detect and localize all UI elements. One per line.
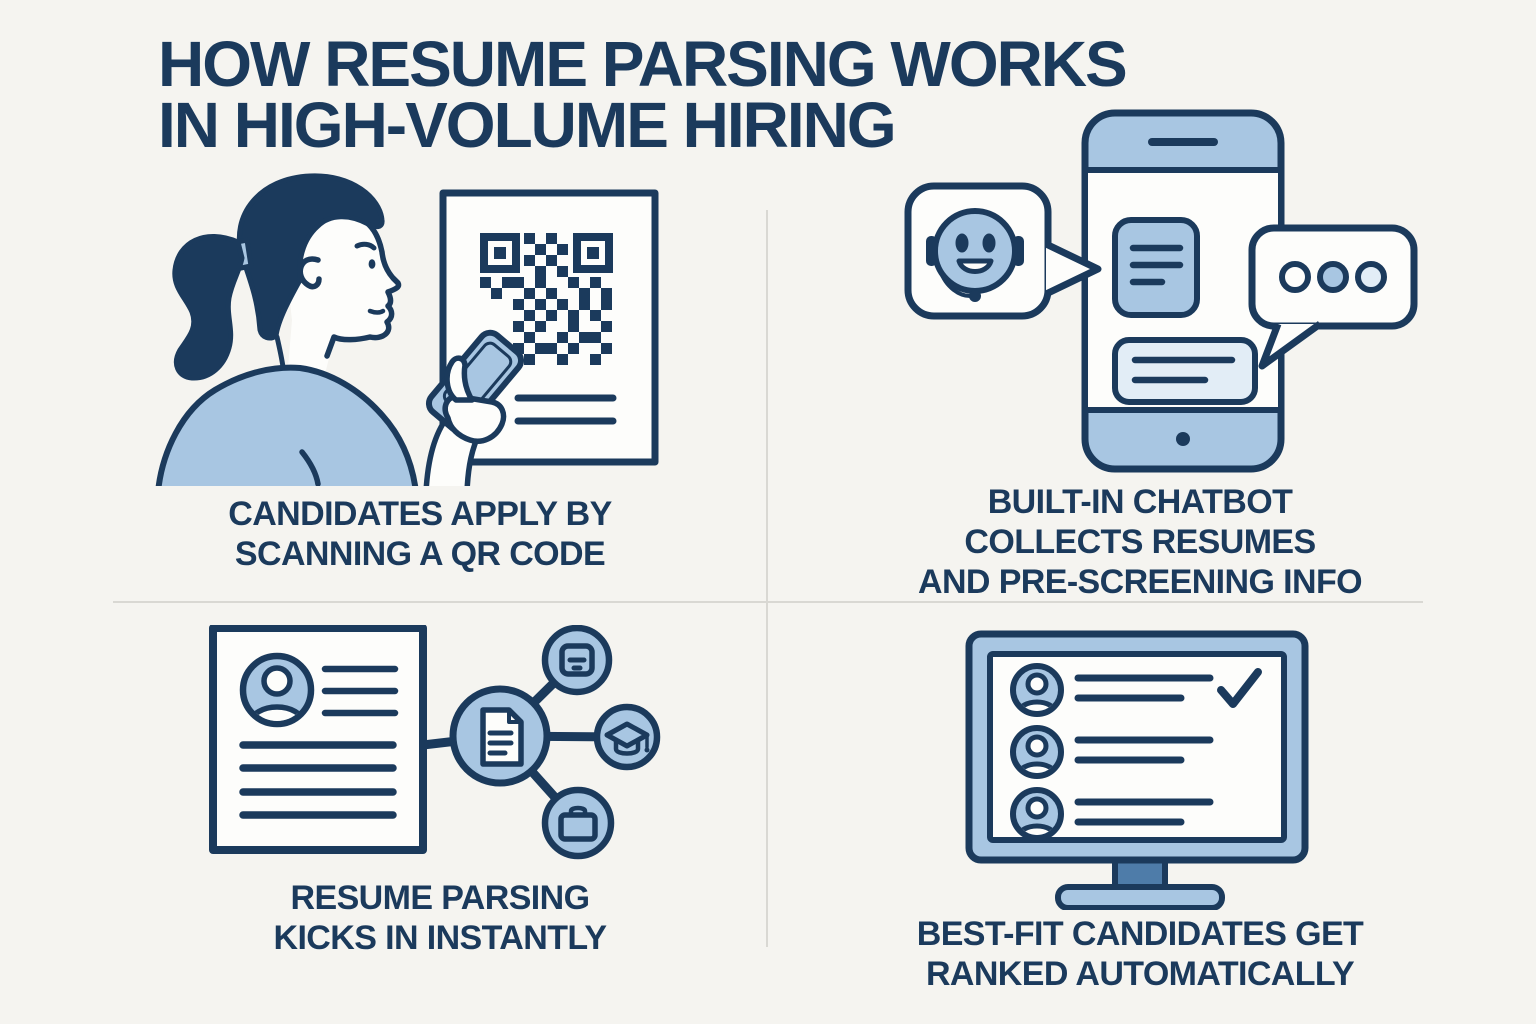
- illustration-woman-scanning-qr: [155, 173, 659, 486]
- resume-document-icon: [209, 625, 427, 854]
- illustration-chatbot-phone: [904, 109, 1418, 473]
- mouth: [367, 308, 386, 315]
- page-title-line2: IN HIGH-VOLUME HIRING: [158, 89, 897, 161]
- page-title-line1: HOW RESUME PARSING WORKS: [158, 28, 1128, 100]
- parsed-document-node-icon: [449, 685, 551, 787]
- collar-line: [299, 449, 321, 486]
- horizontal-divider: [113, 601, 1423, 603]
- caption-scan-qr: CANDIDATES APPLY BY SCANNING A QR CODE: [170, 494, 670, 574]
- robot-chat-bubble-icon: [904, 182, 1102, 320]
- qr-code-icon: [480, 233, 613, 365]
- checkmark-icon: [1217, 668, 1262, 708]
- caption-line: KICKS IN INSTANTLY: [273, 919, 607, 957]
- caption-line: BEST-FIT CANDIDATES GET: [916, 915, 1364, 953]
- woman-with-ponytail-icon: [155, 173, 419, 486]
- eyebrow: [354, 241, 377, 251]
- eye: [368, 259, 376, 269]
- briefcase-node-icon: [541, 786, 615, 860]
- monitor-base: [1055, 884, 1225, 910]
- smartphone-in-hand-icon: [423, 329, 525, 486]
- caption-line: RESUME PARSING: [290, 879, 591, 917]
- caption-line: CANDIDATES APPLY BY: [228, 495, 612, 533]
- illustration-resume-parsing: [209, 625, 661, 860]
- id-badge-node-icon: [541, 625, 613, 696]
- caption-line: RANKED AUTOMATICALLY: [925, 955, 1355, 993]
- typing-dots-bubble-icon: [1248, 224, 1418, 370]
- caption-line: BUILT-IN CHATBOT: [987, 483, 1293, 521]
- thumb: [444, 355, 475, 403]
- vertical-divider: [766, 210, 768, 947]
- phone-home-button: [1176, 432, 1190, 446]
- candidate-avatar-list: [1010, 663, 1262, 841]
- caption-line: COLLECTS RESUMES: [964, 523, 1316, 561]
- illustration-ranked-candidates: [965, 630, 1309, 910]
- bubble-tail: [1044, 240, 1102, 298]
- caption-ranking: BEST-FIT CANDIDATES GET RANKED AUTOMATIC…: [890, 914, 1390, 994]
- robot-face: [932, 208, 1018, 294]
- page-title: HOW RESUME PARSING WORKS IN HIGH-VOLUME …: [158, 28, 1128, 161]
- caption-chatbot: BUILT-IN CHATBOT COLLECTS RESUMES AND PR…: [890, 482, 1390, 602]
- caption-line: AND PRE-SCREENING INFO: [918, 563, 1363, 601]
- chat-reply-bubble: [1112, 337, 1258, 405]
- bubble-tail: [1258, 321, 1323, 370]
- caption-line: SCANNING A QR CODE: [234, 535, 606, 573]
- qr-code-poster-icon: [439, 189, 659, 466]
- caption-parsing: RESUME PARSING KICKS IN INSTANTLY: [190, 878, 690, 958]
- graduation-cap-node-icon: [593, 703, 661, 771]
- robot-chin-mic: [969, 290, 981, 302]
- hand: [442, 393, 507, 444]
